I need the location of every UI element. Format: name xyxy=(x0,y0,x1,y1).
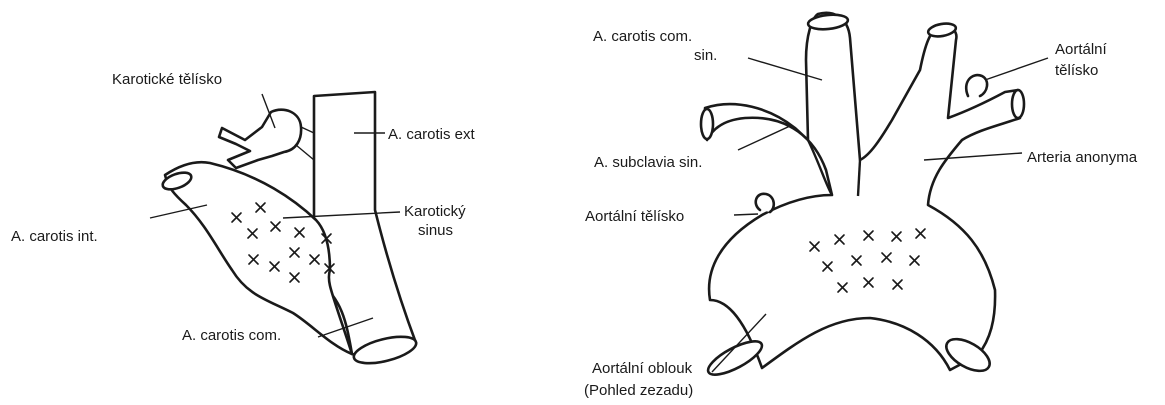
right-branch-cut-end xyxy=(1012,90,1024,118)
carotid-bifurcation-figure: Karotické tělísko A. carotis ext A. caro… xyxy=(11,71,476,368)
label-subclavian: A. subclavia sin. xyxy=(594,154,702,171)
label-aortic-body-top-2: tělísko xyxy=(1055,62,1098,79)
leader-aortic-body-left xyxy=(734,214,758,215)
label-carotid-sinus-2: sinus xyxy=(418,222,453,239)
label-left-common-carotid-1: A. carotis com. xyxy=(593,28,692,45)
label-external-carotid: A. carotis ext xyxy=(388,126,476,143)
aortic-arch-figure: A. carotis com. sin. Aortální tělísko A.… xyxy=(584,13,1138,399)
aortic-body-left xyxy=(756,194,774,212)
carotid-body-shape xyxy=(219,110,314,168)
label-left-common-carotid-2: sin. xyxy=(694,47,717,64)
label-aortic-arch-2: (Pohled zezadu) xyxy=(584,382,693,399)
label-aortic-body-top-1: Aortální xyxy=(1055,41,1108,58)
leader-subclavian xyxy=(738,126,790,150)
aortic-arch-body xyxy=(705,13,1020,370)
leader-aortic-body-top xyxy=(985,58,1048,80)
label-common-carotid: A. carotis com. xyxy=(182,327,281,344)
subclavian-cut-end xyxy=(701,109,713,139)
label-aortic-arch-1: Aortální oblouk xyxy=(592,360,693,377)
label-carotid-sinus-1: Karotický xyxy=(404,203,466,220)
label-arteria-anonyma: Arteria anonyma xyxy=(1027,149,1138,166)
aortic-arch-left-cut-end xyxy=(704,335,766,381)
label-carotid-body: Karotické tělísko xyxy=(112,71,222,88)
label-internal-carotid: A. carotis int. xyxy=(11,228,98,245)
label-aortic-body-left: Aortální tělísko xyxy=(585,208,684,225)
aortic-body-top xyxy=(966,75,987,96)
